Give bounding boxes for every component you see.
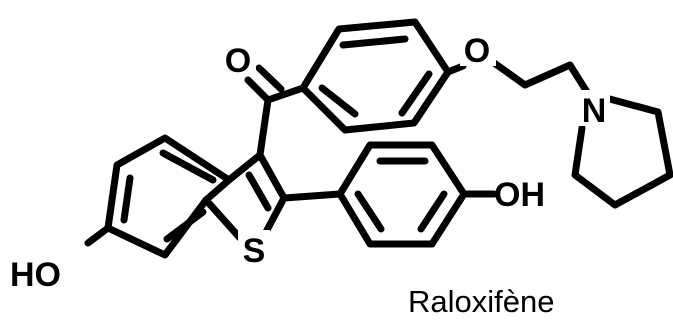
ch2-to-nitrogen-bond	[566, 61, 591, 96]
upper-ring-double-2	[398, 70, 433, 117]
ring-to-ether-bond	[444, 62, 467, 76]
piperidine-ring	[571, 94, 673, 209]
upper-ring-double-1	[339, 35, 409, 49]
benzo-ring	[84, 134, 233, 259]
compound-name: Raloxifène	[408, 284, 554, 319]
carbonyl-double-bond-b	[255, 64, 285, 93]
carbonyl-oxygen-label: O	[225, 42, 251, 80]
phenol-ring	[280, 141, 498, 248]
piperidine-bonds	[571, 94, 673, 209]
thiophene-to-phenol-bond	[280, 190, 344, 202]
upper-ring-double-3	[318, 84, 359, 118]
right-hydroxyl-label: OH	[494, 176, 545, 214]
carbonyl-group	[244, 64, 307, 159]
left-hydroxyl-label: HO	[10, 256, 61, 294]
thiophene-s-c7a-bond	[202, 196, 244, 242]
benzo-ring-double-1	[159, 149, 217, 184]
benzo-ring-double-2	[120, 174, 134, 224]
carbonyl-to-thiophene-bond	[256, 96, 272, 159]
atom-labels: O O N S OH HO	[10, 30, 610, 294]
phenol-ring-double-3	[354, 190, 385, 233]
benzo-to-hydroxyl-bond	[84, 224, 112, 247]
upper-phenyl-ring	[299, 18, 452, 134]
thiophene-c3-c2-bond	[256, 151, 288, 202]
ether-oxygen-label: O	[464, 32, 490, 70]
nitrogen-label: N	[582, 92, 607, 130]
ch2-ch2-bond	[521, 61, 574, 89]
phenol-ring-double-2	[417, 190, 448, 233]
thiophene-c3-c2-double	[245, 171, 272, 212]
benzo-ring-double-3	[163, 208, 207, 243]
carbonyl-to-ring-bond	[264, 84, 307, 104]
thiophene-ring	[202, 151, 288, 242]
carbonyl-double-bond-a	[244, 76, 272, 104]
thiophene-c2-s-bond	[262, 194, 288, 236]
thiophene-c3a-c3-bond	[225, 151, 264, 184]
sulfur-label: S	[243, 232, 266, 270]
